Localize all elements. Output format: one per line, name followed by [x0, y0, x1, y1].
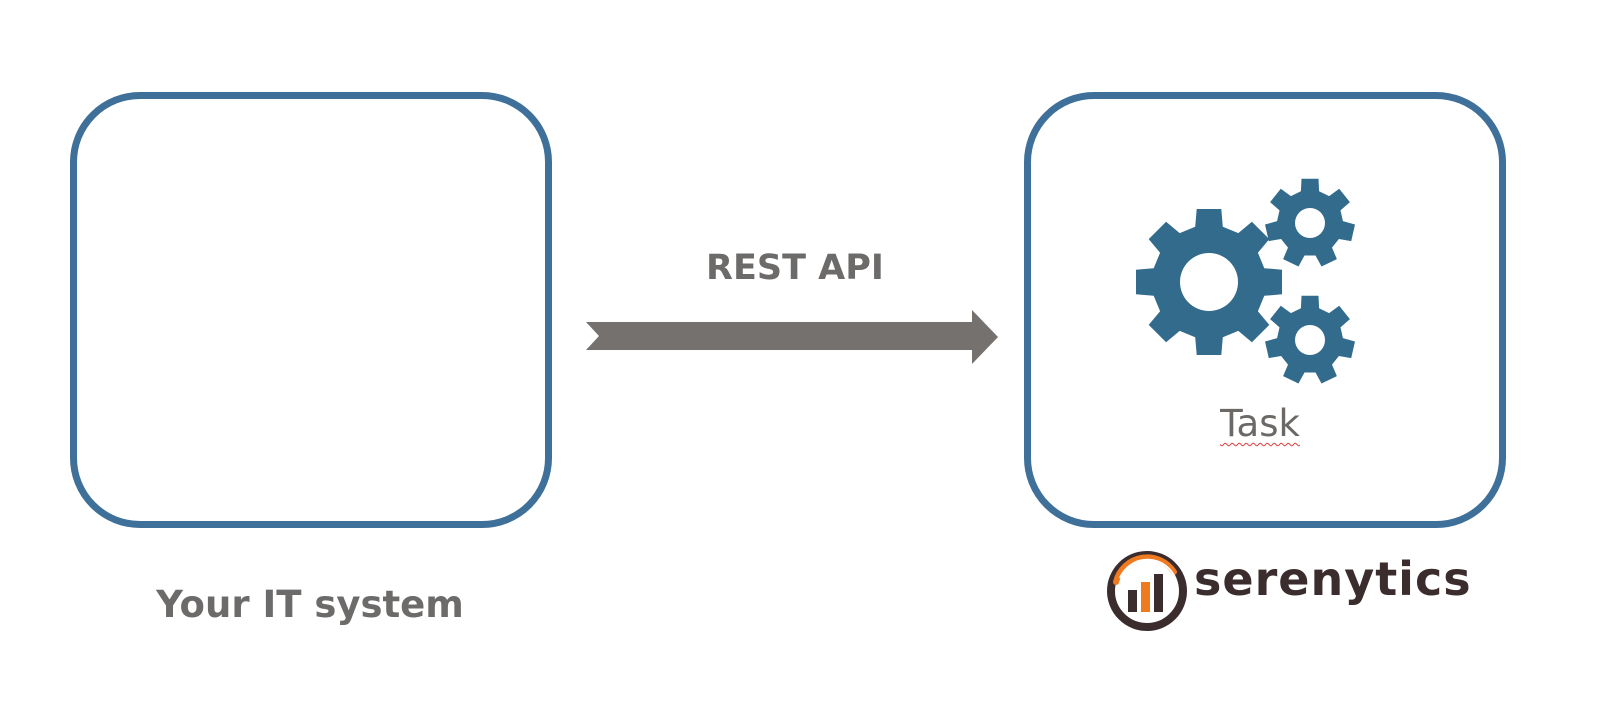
right-arrow-icon — [586, 310, 998, 364]
small-gear-icon — [1265, 178, 1355, 267]
it-system-box — [70, 92, 552, 528]
serenytics-wordmark: serenytics — [1194, 552, 1472, 606]
it-system-label: Your IT system — [156, 583, 464, 626]
small-gear-icon — [1265, 295, 1355, 384]
large-gear-icon — [1136, 209, 1282, 355]
rest-api-label: REST API — [706, 248, 884, 288]
serenytics-logo-icon — [1107, 551, 1187, 631]
gears-icon — [1136, 178, 1355, 384]
task-label: Task — [1220, 402, 1300, 445]
task-box — [1024, 92, 1506, 528]
